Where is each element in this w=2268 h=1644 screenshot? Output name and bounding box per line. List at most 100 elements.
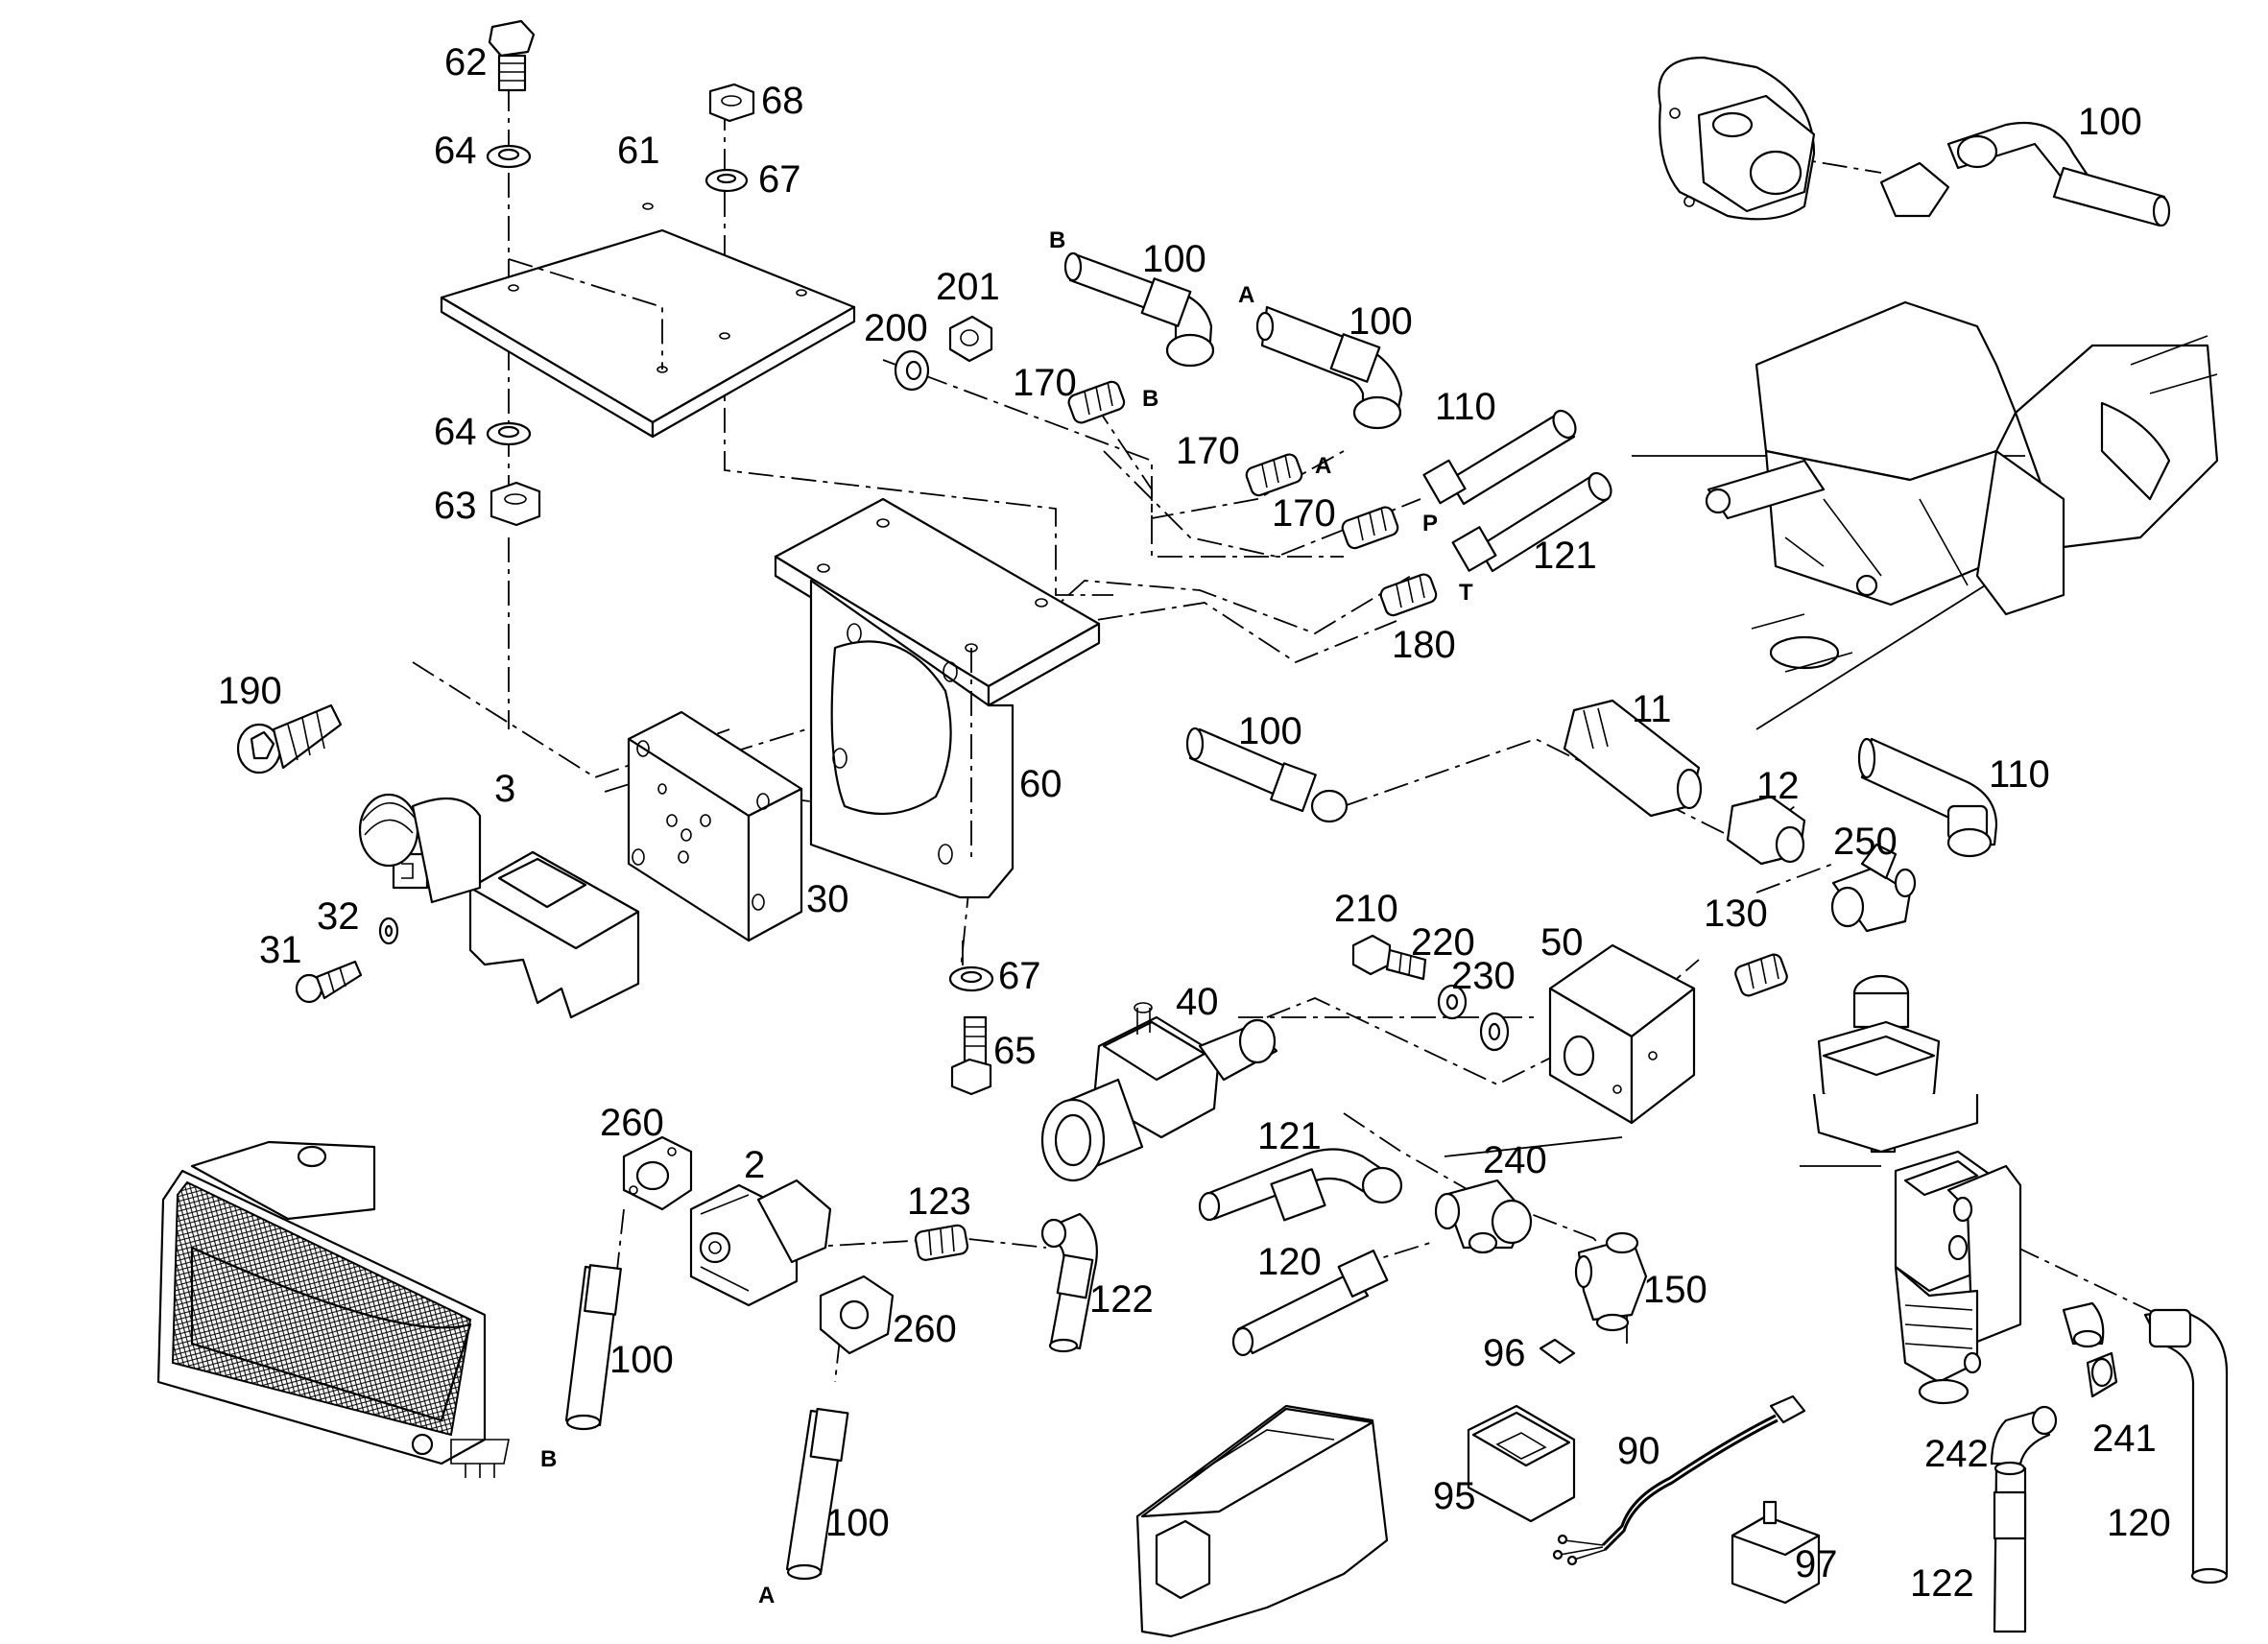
- port-label-B: B: [1142, 386, 1158, 412]
- callout-65: 65: [993, 1030, 1037, 1072]
- port-label-T: T: [1459, 580, 1473, 606]
- callout-3: 3: [494, 768, 515, 810]
- washer-200: [894, 349, 930, 392]
- washer-220: [1437, 984, 1468, 1020]
- callout-100: 100: [1142, 238, 1206, 280]
- callout-63: 63: [434, 485, 477, 527]
- callout-220: 220: [1411, 921, 1475, 964]
- bolt-65: [950, 1015, 992, 1096]
- bolt-210: [1351, 934, 1427, 981]
- callout-30: 30: [806, 878, 849, 920]
- callout-170: 170: [1272, 492, 1336, 535]
- nut-201: [948, 315, 993, 363]
- hose-110-mid: [1857, 737, 1998, 858]
- callout-31: 31: [259, 929, 302, 971]
- callout-67: 67: [758, 158, 801, 201]
- callout-100: 100: [1349, 300, 1413, 343]
- console-housing: [1135, 1404, 1389, 1638]
- switch-cap-96: [1539, 1338, 1576, 1365]
- hose-122-upper: [1040, 1212, 1098, 1353]
- callout-100: 100: [2078, 101, 2142, 143]
- callout-170: 170: [1176, 430, 1240, 472]
- callout-250: 250: [1833, 821, 1898, 863]
- nut-63: [489, 481, 541, 527]
- callout-100: 100: [609, 1339, 674, 1381]
- fitting-123: [914, 1224, 969, 1261]
- screw-31: [295, 960, 363, 1004]
- callout-260: 260: [600, 1102, 664, 1144]
- callout-100: 100: [825, 1502, 890, 1544]
- flange-260-upper: [622, 1135, 693, 1211]
- fitting-130: [1734, 953, 1788, 997]
- callout-95: 95: [1433, 1475, 1476, 1517]
- harness-90: [1552, 1394, 1806, 1566]
- hose-121-top: [1451, 471, 1612, 573]
- washer-64-bottom: [486, 421, 532, 446]
- callout-68: 68: [761, 80, 804, 122]
- flange-260-lower: [819, 1275, 895, 1355]
- callout-97: 97: [1795, 1543, 1838, 1585]
- callout-180: 180: [1392, 624, 1456, 666]
- screw-190: [236, 703, 343, 774]
- washer-64-top: [486, 144, 532, 169]
- elbow-right-upper: [2062, 1301, 2105, 1348]
- tee-240: [1434, 1179, 1533, 1254]
- port-label-A: A: [1238, 282, 1254, 308]
- port-label-P: P: [1422, 511, 1438, 536]
- tee-250: [1830, 843, 1917, 933]
- nut-68: [708, 83, 755, 123]
- washer-230: [1479, 1012, 1510, 1052]
- callout-230: 230: [1451, 955, 1516, 997]
- callout-121: 121: [1533, 535, 1597, 577]
- callout-150: 150: [1643, 1269, 1707, 1311]
- callout-110: 110: [1435, 386, 1496, 428]
- adapter-11: [1563, 699, 1703, 818]
- callout-110: 110: [1989, 753, 2050, 796]
- valve-block-30: [627, 710, 803, 942]
- callout-11: 11: [1632, 688, 1672, 730]
- port-label-B: B: [1049, 227, 1065, 253]
- callout-40: 40: [1176, 981, 1219, 1023]
- callout-61: 61: [617, 130, 660, 172]
- hose-110-top: [1422, 409, 1577, 506]
- callout-122: 122: [1910, 1562, 1974, 1605]
- hose-100-B-lower: [564, 1264, 622, 1431]
- hose-100-mid: [1185, 727, 1349, 823]
- hose-100-A: [1255, 305, 1403, 430]
- callout-120: 120: [1257, 1241, 1322, 1283]
- port-label-A: A: [758, 1583, 775, 1608]
- callout-241: 241: [2092, 1418, 2157, 1460]
- callout-170: 170: [1013, 362, 1077, 404]
- washer-32: [378, 917, 399, 945]
- bolt-62: [488, 19, 536, 92]
- fitting-170-B: [1067, 380, 1126, 424]
- port-label-B: B: [540, 1446, 557, 1472]
- callout-60: 60: [1019, 763, 1062, 805]
- switch-95: [1467, 1404, 1576, 1523]
- callout-100: 100: [1238, 710, 1302, 752]
- callout-64: 64: [434, 130, 477, 172]
- callout-62: 62: [444, 41, 488, 83]
- callout-190: 190: [218, 670, 282, 712]
- tee-150: [1574, 1231, 1648, 1332]
- callout-123: 123: [907, 1180, 971, 1223]
- fitting-170-A: [1245, 453, 1303, 497]
- port-label-A: A: [1315, 453, 1331, 479]
- motor-2: [689, 1179, 832, 1307]
- callout-90: 90: [1617, 1430, 1660, 1472]
- washer-67-bottom: [948, 965, 994, 992]
- pump-top-right: [1658, 56, 2171, 227]
- callout-122: 122: [1089, 1278, 1154, 1321]
- block-50: [1548, 943, 1696, 1125]
- cooler-radiator: [156, 1140, 510, 1478]
- callout-210: 210: [1334, 888, 1398, 930]
- hose-100-B: [1063, 251, 1215, 368]
- hose-120-right: [2143, 1308, 2229, 1584]
- fitting-170-P: [1341, 506, 1399, 550]
- hose-122-lower: [1993, 1461, 2027, 1633]
- frame-assembly-right: [1705, 300, 2219, 673]
- callout-67: 67: [998, 955, 1041, 997]
- callout-120: 120: [2107, 1502, 2171, 1544]
- bracket-60: [774, 497, 1101, 899]
